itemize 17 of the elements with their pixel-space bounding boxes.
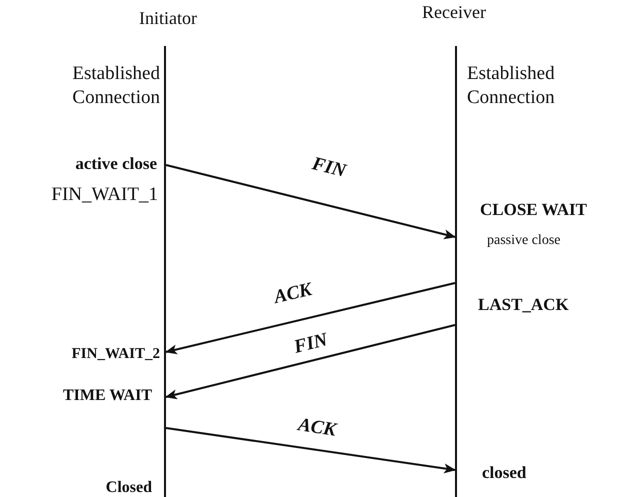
- state-label: CLOSE WAIT: [480, 199, 587, 221]
- state-label: Established Connection: [71, 62, 160, 110]
- state-label: FIN_WAIT_2: [72, 345, 160, 364]
- state-label: FIN_WAIT_1: [51, 183, 158, 207]
- state-label: Established Connection: [467, 62, 556, 110]
- state-label: Closed: [106, 478, 152, 497]
- state-label: closed: [482, 462, 526, 484]
- message-arrow: [166, 164, 456, 240]
- event-label: passive close: [487, 232, 560, 250]
- state-label: TIME WAIT: [62, 386, 152, 406]
- event-label: active close: [75, 153, 157, 175]
- participant-label: Initiator: [138, 8, 198, 29]
- state-label: LAST_ACK: [478, 294, 569, 316]
- participant-label: Receiver: [421, 2, 487, 23]
- message-arrow: [165, 324, 456, 400]
- message-arrow: [166, 427, 456, 474]
- message-arrow: [165, 282, 456, 354]
